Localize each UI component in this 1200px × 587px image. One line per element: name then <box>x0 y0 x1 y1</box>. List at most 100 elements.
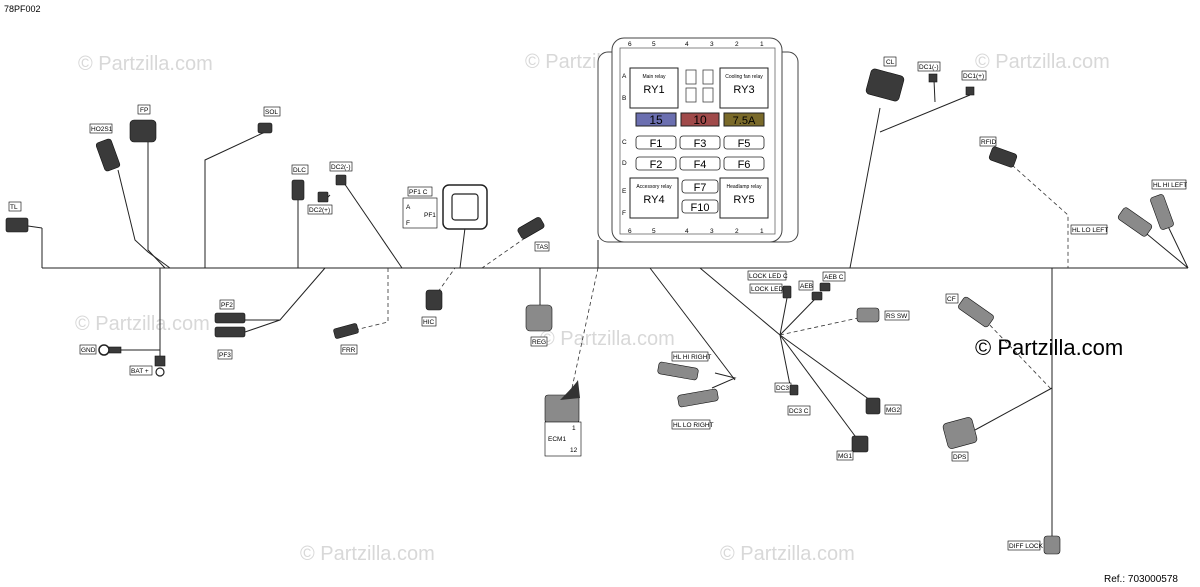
relay-ry4: Accessory relay RY4 <box>629 177 679 219</box>
dc3-connector[interactable]: DC3 <box>774 382 799 396</box>
hl-lo-right-connector[interactable]: HL LO RIGHT <box>671 388 719 430</box>
sol-connector[interactable]: SOL <box>257 106 281 134</box>
svg-text:RFID: RFID <box>981 139 996 146</box>
svg-text:F2: F2 <box>650 159 663 171</box>
hl-hi-left-connector[interactable]: HL HI LEFT <box>1150 179 1187 230</box>
svg-text:15: 15 <box>649 113 663 127</box>
hic-connector[interactable]: HIC <box>421 289 443 327</box>
watermark: © Partzilla.com <box>75 313 210 335</box>
relay-ry1: Main relay RY1 <box>629 67 679 109</box>
svg-text:1: 1 <box>760 228 764 235</box>
cf-connector[interactable]: CF <box>945 293 995 328</box>
watermark: © Partzilla.com <box>78 53 213 75</box>
svg-text:F: F <box>622 210 626 217</box>
watermark: © Partzilla.com <box>300 543 435 565</box>
svg-text:5: 5 <box>652 41 656 48</box>
svg-text:PF1: PF1 <box>424 212 436 219</box>
ho2s1-connector[interactable]: HO2S1 <box>89 123 121 172</box>
harness-wires <box>27 79 1189 545</box>
svg-text:MG2: MG2 <box>886 407 900 414</box>
svg-text:Cooling fan relay: Cooling fan relay <box>725 74 763 80</box>
pf2-connector[interactable]: PF2 <box>214 299 246 324</box>
svg-text:GND: GND <box>81 347 96 354</box>
dc2-negative-connector[interactable]: DC2(-) <box>329 161 353 186</box>
rfid-connector[interactable]: RFID <box>979 136 1018 168</box>
frr-connector[interactable]: FRR <box>333 323 359 355</box>
tl-connector[interactable]: TL <box>5 201 29 233</box>
svg-text:Headlamp relay: Headlamp relay <box>726 184 762 190</box>
svg-text:7.5A: 7.5A <box>733 115 756 127</box>
ecm1-connector[interactable]: 1 ECM1 12 <box>544 380 582 457</box>
dps-connector[interactable]: DPS <box>942 417 978 462</box>
bat-positive-connector[interactable]: BAT + <box>129 355 166 377</box>
pf3-connector[interactable]: PF3 <box>214 326 246 360</box>
svg-text:HIC: HIC <box>423 319 435 326</box>
svg-text:4: 4 <box>685 228 689 235</box>
svg-text:REG: REG <box>532 339 546 346</box>
aeb-connector[interactable]: AEB <box>798 280 823 301</box>
partzilla-watermark: © Partzilla.com <box>975 335 1123 360</box>
svg-text:RS SW: RS SW <box>886 313 908 320</box>
svg-text:DC3: DC3 <box>776 385 789 392</box>
svg-text:DC2(+): DC2(+) <box>309 207 330 214</box>
svg-text:DC3 C: DC3 C <box>789 408 809 415</box>
svg-text:FP: FP <box>140 107 148 114</box>
lock-led-c-connector[interactable]: LOCK LED C <box>747 270 788 281</box>
gnd-connector[interactable]: GND <box>79 344 122 356</box>
cl-connector[interactable]: CL <box>865 56 905 102</box>
svg-text:3: 3 <box>710 41 714 48</box>
svg-text:LOCK LED C: LOCK LED C <box>749 273 788 280</box>
svg-text:SOL: SOL <box>265 109 278 116</box>
svg-text:PF1 C: PF1 C <box>409 189 428 196</box>
fusebox-row-letters: A B C D E F <box>622 73 627 217</box>
dc3-c-connector[interactable]: DC3 C <box>787 405 811 416</box>
fuse-10a: 10 <box>680 112 720 127</box>
svg-text:1: 1 <box>760 41 764 48</box>
svg-text:D: D <box>622 160 627 167</box>
svg-text:HL HI LEFT: HL HI LEFT <box>1153 182 1187 189</box>
watermark: © Partzilla.com <box>975 51 1110 73</box>
svg-text:HO2S1: HO2S1 <box>91 126 113 133</box>
svg-text:F: F <box>406 220 410 227</box>
svg-text:6: 6 <box>628 41 632 48</box>
hl-lo-left-connector[interactable]: HL LO LEFT <box>1070 207 1153 238</box>
dc1-positive-connector[interactable]: DC1(+) <box>961 70 987 96</box>
fuse-7-5a: 7.5A <box>723 112 765 127</box>
svg-text:RY5: RY5 <box>733 194 754 206</box>
tas-connector[interactable]: TAS <box>517 216 550 252</box>
fp-connector[interactable]: FP <box>129 104 157 143</box>
svg-text:DIFF LOCK: DIFF LOCK <box>1009 543 1044 550</box>
svg-text:CF: CF <box>947 296 956 303</box>
mg1-connector[interactable]: MG1 <box>836 435 869 461</box>
reg-connector[interactable]: REG <box>525 304 553 347</box>
svg-text:RY4: RY4 <box>643 194 664 206</box>
reference-number: Ref.: 703000578 <box>1104 574 1178 585</box>
svg-text:HL LO RIGHT: HL LO RIGHT <box>673 422 714 429</box>
fuse-f4: F4 <box>679 156 721 171</box>
hl-hi-right-connector[interactable]: HL HI RIGHT <box>657 351 711 381</box>
svg-text:RY3: RY3 <box>733 84 754 96</box>
svg-text:F4: F4 <box>694 159 707 171</box>
fusebox-bottom-numbers: 6 5 4 3 2 1 <box>628 228 764 235</box>
diff-lock-connector[interactable]: DIFF LOCK <box>1007 535 1061 555</box>
svg-text:DC2(-): DC2(-) <box>331 164 351 171</box>
svg-text:BAT +: BAT + <box>131 368 149 375</box>
svg-text:DC1(-): DC1(-) <box>919 64 939 71</box>
lock-led-connector[interactable]: LOCK LED <box>749 283 792 299</box>
svg-text:AEB C: AEB C <box>824 274 844 281</box>
dc1-negative-connector[interactable]: DC1(-) <box>917 61 941 83</box>
mg2-connector[interactable]: MG2 <box>865 397 902 415</box>
svg-text:E: E <box>622 188 627 195</box>
dc2-positive-connector[interactable]: DC2(+) <box>307 191 333 215</box>
aeb-c-connector[interactable]: AEB C <box>819 271 846 292</box>
svg-text:4: 4 <box>685 41 689 48</box>
relay-ry3: Cooling fan relay RY3 <box>719 67 769 109</box>
fuse-15a: 15 <box>635 112 677 127</box>
fuse-f2: F2 <box>635 156 677 171</box>
watermark: © Partzilla.com <box>540 328 675 350</box>
rs-sw-connector[interactable]: RS SW <box>856 307 910 323</box>
svg-text:TL: TL <box>10 204 18 211</box>
dlc-connector[interactable]: DLC <box>291 164 309 201</box>
svg-text:B: B <box>622 95 626 102</box>
pf1-connector[interactable]: PF1 C A F PF1 <box>402 184 488 230</box>
